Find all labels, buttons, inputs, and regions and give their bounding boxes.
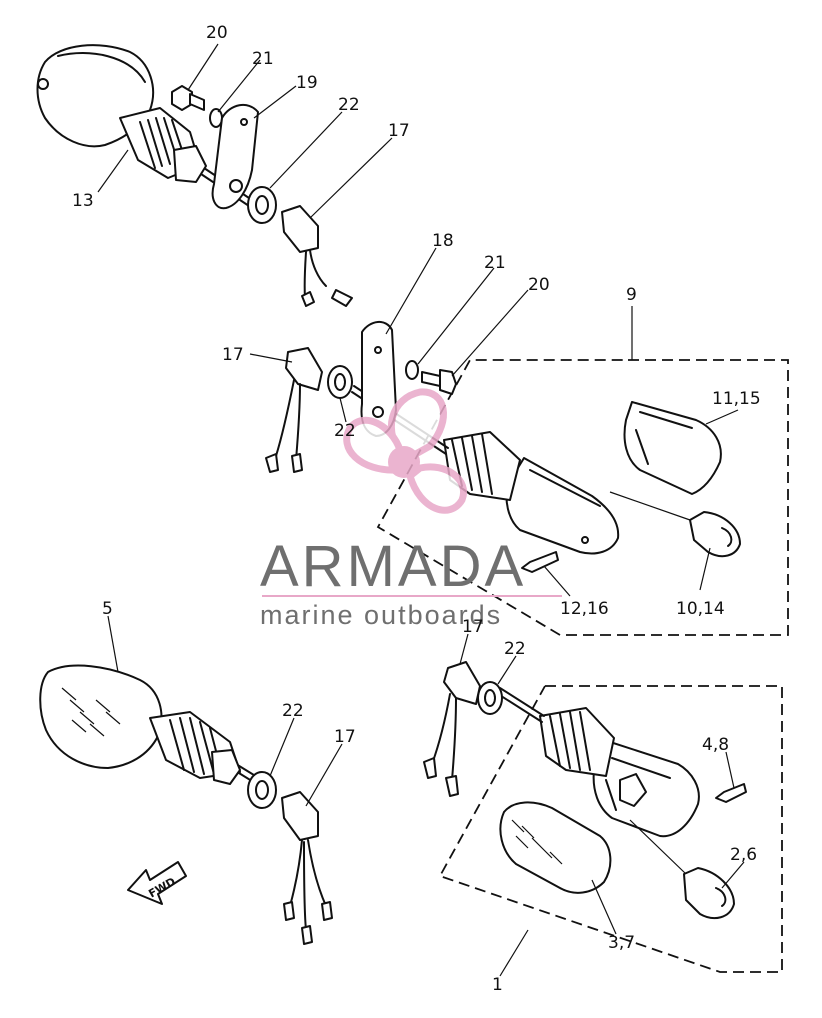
label-part-5: 5 [102, 599, 113, 619]
label-part-9: 9 [626, 285, 637, 305]
part-labels: 20 21 19 22 17 13 18 21 20 9 17 11,15 22… [72, 23, 761, 995]
bracket-19 [211, 103, 259, 210]
washer-21-top [209, 108, 223, 128]
label-part-17-top: 17 [388, 121, 410, 141]
washer-21-mid [405, 360, 419, 380]
label-part-11-15: 11,15 [712, 389, 761, 409]
socket-17-bottom-right [423, 661, 481, 797]
turn-signal-assembly-5 [39, 664, 263, 787]
label-part-21-top: 21 [252, 49, 274, 69]
label-part-17-bottom-right: 17 [462, 617, 484, 637]
socket-17-bottom-left [281, 791, 333, 945]
propeller-logo-icon [343, 388, 468, 514]
label-part-22-mid: 22 [334, 421, 356, 441]
label-part-21-mid: 21 [484, 253, 506, 273]
label-part-17-mid: 17 [222, 345, 244, 365]
label-part-22-top: 22 [338, 95, 360, 115]
label-part-13: 13 [72, 191, 94, 211]
label-part-10-14: 10,14 [676, 599, 725, 619]
leader-lines [97, 43, 745, 977]
lens-11-15 [623, 401, 722, 495]
bulb-10-14 [609, 491, 741, 558]
label-part-12-16: 12,16 [560, 599, 609, 619]
armada-watermark: ARMADA marine outboards [260, 388, 562, 630]
label-part-19: 19 [296, 73, 318, 93]
label-part-20-top: 20 [206, 23, 228, 43]
brand-name: ARMADA [260, 534, 526, 599]
label-part-1: 1 [492, 975, 503, 995]
grommet-22-top [247, 186, 277, 224]
label-part-22-bottom-left: 22 [282, 701, 304, 721]
bolt-20-top [171, 85, 205, 111]
grommet-22-bottom-left [247, 771, 277, 809]
screw-12-16 [521, 551, 559, 573]
turn-signal-assembly-1 [438, 685, 783, 973]
grommet-22-mid [327, 365, 353, 399]
lens-3-7 [499, 801, 612, 894]
socket-17-mid [265, 347, 323, 473]
grommet-22-bottom-right [477, 681, 503, 715]
label-part-3-7: 3,7 [608, 933, 635, 953]
label-part-20-mid: 20 [528, 275, 550, 295]
label-part-2-6: 2,6 [730, 845, 757, 865]
socket-17-top [281, 205, 353, 307]
screw-4-8 [715, 783, 747, 803]
label-part-18: 18 [432, 231, 454, 251]
bulb-2-6 [629, 819, 735, 920]
forward-arrow-icon: FWD [127, 861, 187, 905]
label-part-17-bottom-left: 17 [334, 727, 356, 747]
brand-tagline: marine outboards [260, 600, 502, 630]
label-part-4-8: 4,8 [702, 735, 729, 755]
label-part-22-bottom-right: 22 [504, 639, 526, 659]
